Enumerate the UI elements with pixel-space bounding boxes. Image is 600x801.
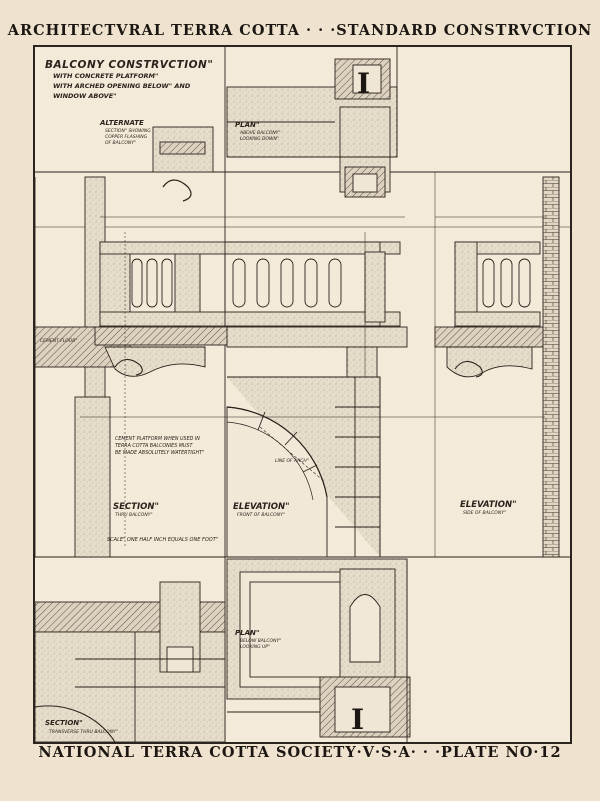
architectural-drawing: I I — [35, 47, 570, 742]
cement-note-2: TERRA COTTA BALCONIES MUST — [115, 444, 193, 449]
plan-mark-bottom: I — [351, 703, 364, 736]
section-bottom-title: SECTION" — [45, 719, 83, 727]
drawing-sheet: I I BALCONY CONSTRVCTION" WITH CONCRETE … — [33, 45, 572, 744]
line-of-arch-label: LINE OF ARCH" — [275, 459, 309, 464]
section-note: THRU BALCONY" — [115, 513, 153, 518]
plan-top-title: PLAN" — [235, 121, 260, 129]
alternate-title: ALTERNATE — [100, 119, 144, 127]
elevation-front-title: ELEVATION" — [233, 502, 290, 512]
alternate-note-2: COPPER FLASHING — [105, 135, 148, 140]
plan-top-note-2: LOOKING DOWN" — [240, 137, 279, 142]
cement-note-3: BE MADE ABSOLUTELY WATERTIGHT" — [115, 451, 205, 456]
alternate-note-1: SECTION" SHOWING — [105, 129, 151, 134]
drawing-subtitle-3: WINDOW ABOVE" — [53, 92, 117, 100]
plan-mark-top: I — [357, 67, 370, 100]
drawing-title: BALCONY CONSTRVCTION" — [45, 59, 214, 71]
scale-note: SCALE" ONE HALF INCH EQUALS ONE FOOT" — [107, 537, 219, 543]
plate-header: ARCHITECTVRAL TERRA COTTA · · ·STANDARD … — [7, 22, 593, 39]
elevation-side-note: SIDE OF BALCONY" — [463, 511, 507, 516]
plan-top-note-1: ABOVE BALCONY" — [240, 131, 281, 136]
section-bottom-note: TRANSVERSE THRU BALCONY" — [49, 730, 118, 735]
elevation-front-note: FRONT OF BALCONY" — [237, 513, 285, 518]
section-title: SECTION" — [113, 502, 159, 512]
cement-note-1: CEMENT PLATFORM WHEN USED IN — [115, 437, 200, 442]
drawing-subtitle-1: WITH CONCRETE PLATFORM" — [53, 72, 159, 80]
plate-footer: NATIONAL TERRA COTTA SOCIETY·V·S·A· · ·P… — [38, 744, 562, 761]
plan-bottom-note-2: LOOKING UP" — [240, 645, 271, 650]
plan-bottom-note-1: BELOW BALCONY" — [240, 639, 282, 644]
alternate-note-3: OF BALCONY" — [105, 141, 137, 146]
plan-bottom-title: PLAN" — [235, 629, 260, 637]
elevation-side-title: ELEVATION" — [460, 500, 517, 510]
drawing-subtitle-2: WITH ARCHED OPENING BELOW" AND — [53, 82, 191, 90]
cement-floor-label: CEMENT FLOOR" — [40, 339, 78, 344]
